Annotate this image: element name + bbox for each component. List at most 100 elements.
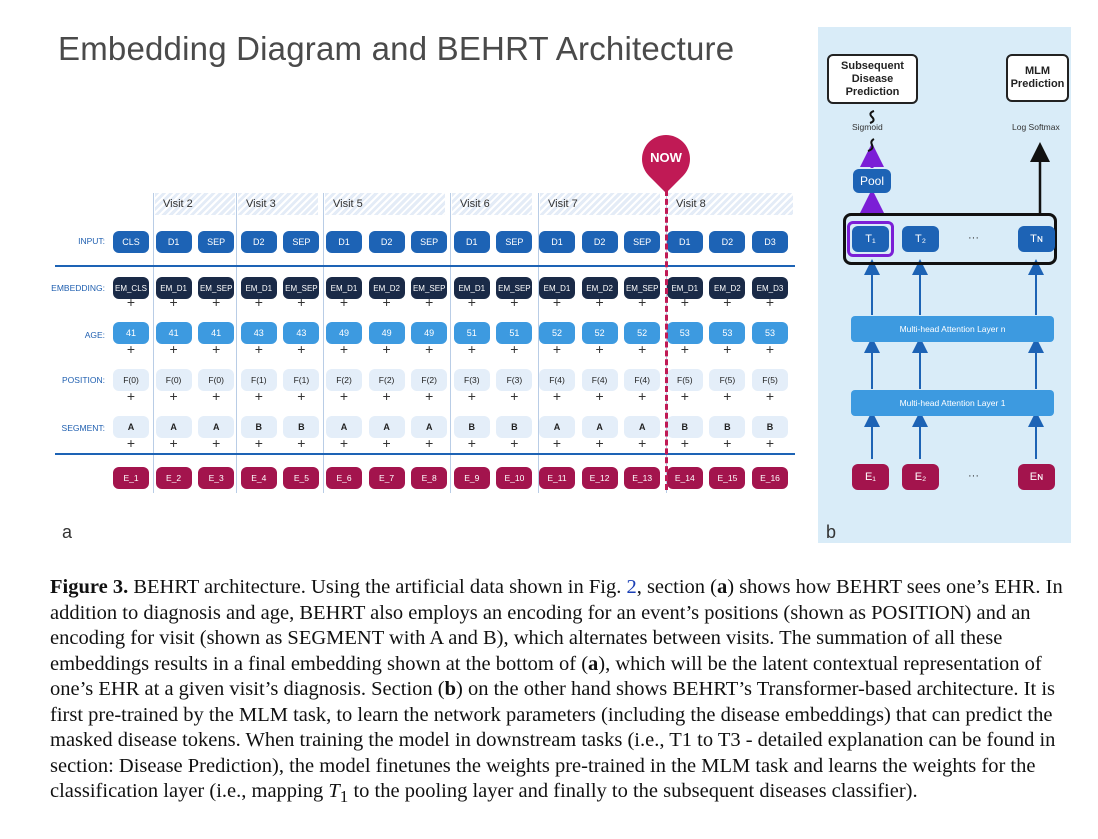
output-token: E_2 bbox=[155, 467, 192, 489]
plus-sign: + bbox=[638, 341, 647, 357]
input-token: D1 bbox=[453, 231, 490, 253]
plus-sign: + bbox=[126, 435, 136, 451]
t2-token: T₂ bbox=[902, 226, 939, 252]
output-token: E_8 bbox=[411, 467, 448, 489]
embedding-token: EM_D1 bbox=[240, 277, 277, 299]
position-token: F(4) bbox=[581, 369, 618, 391]
caption-text: , section ( bbox=[636, 576, 717, 598]
plus-sign: + bbox=[723, 388, 732, 404]
segment-token: A bbox=[624, 416, 661, 438]
input-token: SEP bbox=[283, 231, 320, 253]
position-token: F(3) bbox=[453, 369, 490, 391]
embedding-token: EM_D2 bbox=[709, 277, 746, 299]
embedding-token: EM_D1 bbox=[666, 277, 703, 299]
embedding-token: EM_D2 bbox=[581, 277, 618, 299]
age-token: 49 bbox=[326, 322, 362, 344]
output-token: E_11 bbox=[539, 467, 575, 489]
position-token: F(5) bbox=[709, 369, 746, 391]
row-label-embedding: EMBEDDING: bbox=[51, 283, 105, 293]
caption-figure-label: Figure 3. bbox=[50, 576, 129, 598]
input-token: D1 bbox=[155, 231, 192, 253]
row-label-age: AGE: bbox=[84, 330, 105, 340]
output-token: E_10 bbox=[496, 467, 533, 489]
panel-a-label: a bbox=[62, 522, 73, 542]
embedding-token: EM_D1 bbox=[326, 277, 362, 299]
plus-sign: + bbox=[212, 341, 221, 357]
age-token: 43 bbox=[283, 322, 320, 344]
plus-sign: + bbox=[425, 435, 434, 451]
segment-token: B bbox=[666, 416, 703, 438]
plus-sign: + bbox=[382, 294, 391, 310]
output-token: E_15 bbox=[709, 467, 746, 489]
age-token: 51 bbox=[496, 322, 533, 344]
position-token: F(3) bbox=[496, 369, 533, 391]
age-token: 51 bbox=[453, 322, 490, 344]
input-token: CLS bbox=[113, 231, 149, 253]
e-ellipsis: ··· bbox=[968, 470, 979, 482]
mlm-prediction-box: MLM Prediction bbox=[1006, 54, 1069, 102]
plus-sign: + bbox=[680, 341, 689, 357]
input-token: D2 bbox=[581, 231, 618, 253]
plus-sign: + bbox=[638, 435, 647, 451]
embedding-token: EM_D1 bbox=[453, 277, 490, 299]
plus-sign: + bbox=[467, 435, 476, 451]
t-ellipsis: ··· bbox=[968, 232, 979, 244]
plus-sign: + bbox=[382, 388, 391, 404]
segment-token: A bbox=[368, 416, 405, 438]
plus-sign: + bbox=[552, 435, 562, 451]
plus-sign: + bbox=[680, 294, 689, 310]
plus-sign: + bbox=[297, 341, 306, 357]
caption-text: ), which will be the latent contextual r… bbox=[50, 652, 1042, 701]
position-token: F(1) bbox=[240, 369, 277, 391]
t1-token: T₁ bbox=[852, 226, 889, 252]
plus-sign: + bbox=[254, 294, 263, 310]
now-line bbox=[665, 190, 668, 490]
input-token: D1 bbox=[326, 231, 362, 253]
segment-token: A bbox=[198, 416, 235, 438]
input-token: D1 bbox=[666, 231, 703, 253]
plus-sign: + bbox=[595, 294, 604, 310]
visit-divider bbox=[450, 193, 451, 493]
segment-token: B bbox=[283, 416, 320, 438]
age-token: 52 bbox=[624, 322, 661, 344]
output-token: E_6 bbox=[326, 467, 362, 489]
plus-sign: + bbox=[510, 341, 519, 357]
plus-sign: + bbox=[169, 294, 178, 310]
caption-text: to the pooling layer and finally to the … bbox=[348, 780, 918, 802]
segment-token: A bbox=[113, 416, 149, 438]
input-token: D3 bbox=[752, 231, 788, 253]
segment-token: A bbox=[411, 416, 448, 438]
output-token: E_12 bbox=[581, 467, 618, 489]
visit-header: Visit 7 bbox=[540, 193, 660, 215]
figure-caption: Figure 3. BEHRT architecture. Using the … bbox=[50, 575, 1090, 810]
t1-highlight bbox=[847, 221, 894, 257]
embedding-token: EM_CLS bbox=[113, 277, 149, 299]
embedding-token: EM_SEP bbox=[624, 277, 661, 299]
visit-divider bbox=[538, 193, 539, 493]
plus-sign: + bbox=[126, 341, 136, 357]
caption-text: BEHRT architecture. Using the artificial… bbox=[128, 576, 627, 598]
output-token: E_13 bbox=[624, 467, 661, 489]
input-token: D2 bbox=[709, 231, 746, 253]
position-token: F(1) bbox=[283, 369, 320, 391]
architecture-arrows bbox=[860, 110, 1050, 459]
plus-sign: + bbox=[723, 435, 732, 451]
plus-sign: + bbox=[552, 388, 562, 404]
plus-sign: + bbox=[638, 294, 647, 310]
plus-sign: + bbox=[467, 388, 476, 404]
plus-sign: + bbox=[765, 294, 775, 310]
embedding-token: EM_D1 bbox=[155, 277, 192, 299]
e2-token: E₂ bbox=[902, 464, 939, 490]
visit-header: Visit 2 bbox=[155, 193, 235, 215]
figure-ref-link[interactable]: 2 bbox=[626, 576, 637, 598]
input-token: SEP bbox=[496, 231, 533, 253]
position-token: F(2) bbox=[326, 369, 362, 391]
age-token: 52 bbox=[539, 322, 575, 344]
position-token: F(5) bbox=[752, 369, 788, 391]
plus-sign: + bbox=[680, 388, 689, 404]
position-token: F(4) bbox=[624, 369, 661, 391]
plus-sign: + bbox=[595, 341, 604, 357]
segment-token: A bbox=[326, 416, 362, 438]
plus-sign: + bbox=[765, 435, 775, 451]
segment-token: A bbox=[155, 416, 192, 438]
